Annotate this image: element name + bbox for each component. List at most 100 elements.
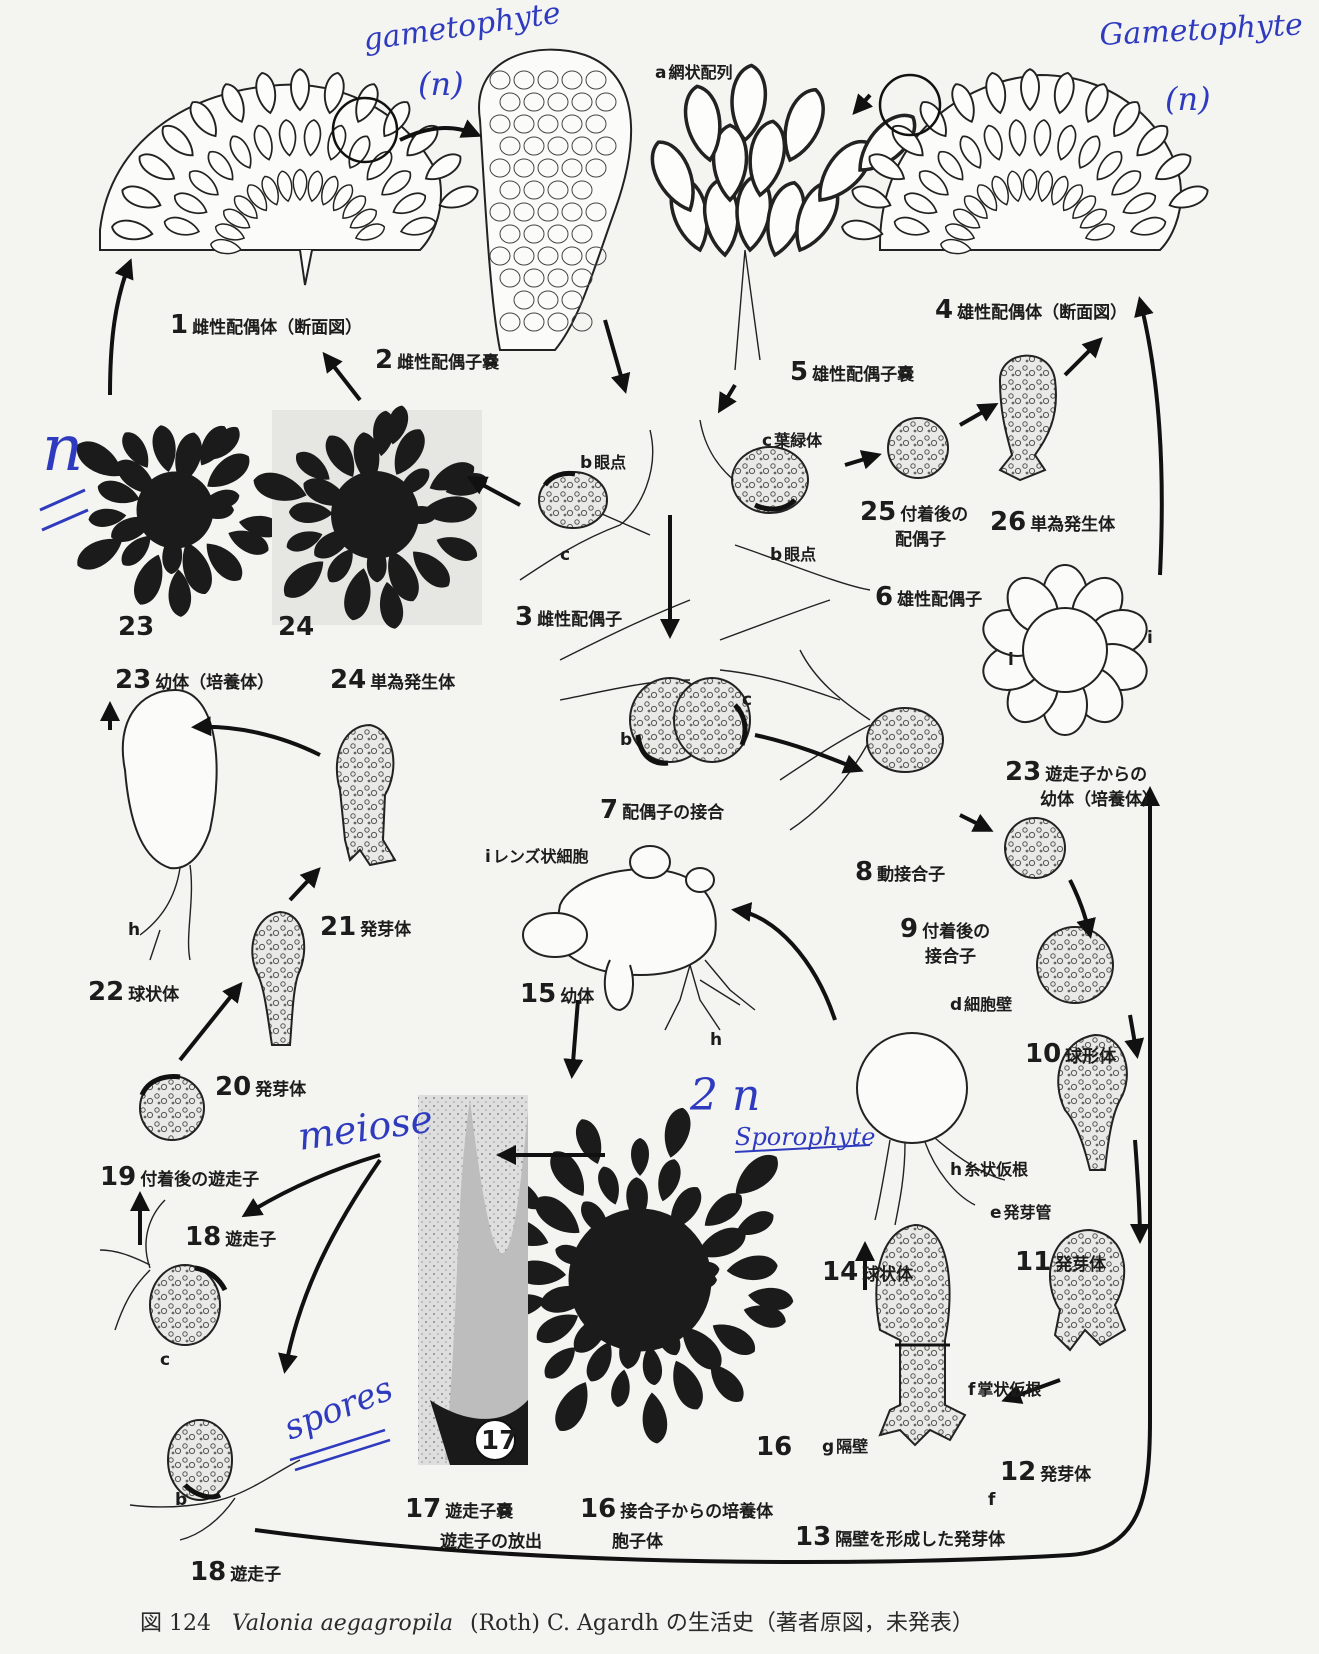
net-cell xyxy=(572,313,592,331)
label-7: 7配偶子の接合 xyxy=(600,795,725,825)
svg-text:24単為発生体: 24単為発生体 xyxy=(330,665,456,695)
germling-20-drawing xyxy=(252,912,304,1045)
thallus-vesicle xyxy=(150,423,180,474)
part-b3: b xyxy=(620,730,632,750)
annotation-meiose: meiose xyxy=(295,1096,435,1158)
photo-number-17: 17 xyxy=(481,1426,517,1456)
svg-text:22球状体: 22球状体 xyxy=(88,977,180,1007)
part-b4: b xyxy=(175,1490,187,1510)
globular-body-14-drawing xyxy=(857,1033,1005,1225)
svg-text:23遊走子からの: 23遊走子からの xyxy=(1005,757,1147,787)
label-22: 22球状体 xyxy=(88,977,180,1007)
part-g: g隔壁 xyxy=(822,1437,868,1457)
photo-17-zoosporangium xyxy=(418,1095,528,1465)
label-5: 5雄性配偶子嚢 xyxy=(790,357,915,387)
label-19: 19付着後の遊走子 xyxy=(100,1162,259,1192)
spherical-body-drawing xyxy=(1037,927,1113,1003)
svg-text:3雌性配偶子: 3雌性配偶子 xyxy=(515,602,622,632)
svg-text:4雄性配偶体（断面図）: 4雄性配偶体（断面図） xyxy=(935,295,1127,325)
label-24: 24単為発生体 xyxy=(330,665,456,695)
svg-text:b眼点: b眼点 xyxy=(580,453,626,473)
label-15: 15幼体 xyxy=(520,979,595,1009)
annotation-n-left: (n) xyxy=(418,65,464,103)
sporophyte-vesicle xyxy=(631,1138,649,1176)
part-h1: h糸状仮根 xyxy=(950,1160,1028,1180)
svg-text:8動接合子: 8動接合子 xyxy=(855,857,945,887)
sporophyte-vesicle xyxy=(548,1376,597,1437)
label-6: 6雄性配偶子 xyxy=(875,582,982,612)
thallus-vesicle-core xyxy=(137,472,214,549)
sporophyte-vesicle xyxy=(571,1115,608,1167)
part-f: f掌状仮根 xyxy=(968,1380,1041,1400)
sporophyte-vesicle xyxy=(594,1164,624,1208)
female-gametangium-drawing xyxy=(479,50,631,350)
svg-text:18遊走子: 18遊走子 xyxy=(190,1557,281,1587)
zoospore-18b-drawing xyxy=(130,1420,300,1540)
part-c4: c xyxy=(160,1350,170,1370)
svg-text:2雌性配偶子嚢: 2雌性配偶子嚢 xyxy=(375,345,500,375)
part-a: a網状配列 xyxy=(655,63,733,83)
svg-text:g隔壁: g隔壁 xyxy=(822,1437,868,1457)
label-17: 17遊走子嚢 遊走子の放出 xyxy=(405,1494,542,1552)
utricle-lobe xyxy=(436,182,481,214)
attached-gamete-drawing xyxy=(888,418,948,478)
part-e: e発芽管 xyxy=(990,1203,1052,1223)
part-c2: c xyxy=(560,545,570,565)
svg-text:h糸状仮根: h糸状仮根 xyxy=(950,1160,1028,1180)
sporophyte-vesicle xyxy=(609,1368,633,1409)
svg-text:f掌状仮根: f掌状仮根 xyxy=(968,1380,1041,1400)
svg-text:幼体（培養体）: 幼体（培養体） xyxy=(1040,789,1159,810)
part-b2: b眼点 xyxy=(770,545,816,565)
germling-21-drawing xyxy=(337,725,395,865)
label-26: 26単為発生体 xyxy=(990,507,1116,537)
annotation-n-right: (n) xyxy=(1165,80,1211,118)
svg-text:20発芽体: 20発芽体 xyxy=(215,1072,307,1102)
photo-24-parthenogenetic xyxy=(250,403,491,630)
part-b1: b眼点 xyxy=(580,453,626,473)
svg-text:b眼点: b眼点 xyxy=(770,545,816,565)
label-12: 12発芽体 xyxy=(1000,1457,1092,1487)
svg-text:12発芽体: 12発芽体 xyxy=(1000,1457,1092,1487)
part-h3: h xyxy=(710,1030,722,1050)
label-23a: 23幼体（培養体） xyxy=(115,665,274,695)
label-21: 21発芽体 xyxy=(320,912,412,942)
svg-text:遊走子の放出: 遊走子の放出 xyxy=(440,1531,542,1552)
annotation-n-side: n xyxy=(42,412,83,486)
germling-12-drawing xyxy=(1050,1230,1125,1350)
svg-text:d細胞壁: d細胞壁 xyxy=(950,995,1012,1015)
svg-text:15幼体: 15幼体 xyxy=(520,979,595,1009)
annotation-2n: 2 n xyxy=(689,1070,760,1121)
svg-text:c葉緑体: c葉緑体 xyxy=(762,431,823,451)
sporophyte-vesicle-core xyxy=(569,1209,712,1352)
label-3: 3雌性配偶子 xyxy=(515,602,622,632)
annotation-gametophyte-left: gametophyte xyxy=(361,0,563,58)
part-c3: c xyxy=(742,690,752,710)
svg-text:9付着後の: 9付着後の xyxy=(900,914,990,944)
photo-number-23: 23 xyxy=(118,612,154,642)
utricle-lobe xyxy=(841,218,884,243)
label-16: 16接合子からの培養体 胞子体 xyxy=(580,1494,774,1552)
svg-text:iレンズ状細胞: iレンズ状細胞 xyxy=(485,847,589,867)
svg-text:26単為発生体: 26単為発生体 xyxy=(990,507,1116,537)
label-4: 4雄性配偶体（断面図） xyxy=(935,295,1127,325)
svg-text:6雄性配偶子: 6雄性配偶子 xyxy=(875,582,982,612)
svg-text:胞子体: 胞子体 xyxy=(612,1531,664,1552)
label-18a: 18遊走子 xyxy=(185,1222,276,1252)
septate-germling-drawing xyxy=(876,1225,965,1445)
svg-text:23幼体（培養体）: 23幼体（培養体） xyxy=(115,665,274,695)
svg-text:19付着後の遊走子: 19付着後の遊走子 xyxy=(100,1162,259,1192)
label-9: 9付着後の 接合子 xyxy=(900,914,990,967)
label-23b: 23遊走子からの 幼体（培養体） xyxy=(1005,757,1159,810)
svg-text:5雄性配偶子嚢: 5雄性配偶子嚢 xyxy=(790,357,915,387)
label-8: 8動接合子 xyxy=(855,857,945,887)
annotation-spores: spores xyxy=(278,1369,398,1449)
label-20: 20発芽体 xyxy=(215,1072,307,1102)
svg-text:21発芽体: 21発芽体 xyxy=(320,912,412,942)
label-18b: 18遊走子 xyxy=(190,1557,281,1587)
svg-text:7配偶子の接合: 7配偶子の接合 xyxy=(600,795,725,825)
label-2: 2雌性配偶子嚢 xyxy=(375,345,500,375)
photo-number-24: 24 xyxy=(278,612,314,642)
svg-text:a網状配列: a網状配列 xyxy=(655,63,733,83)
part-c1: c葉緑体 xyxy=(762,431,823,451)
